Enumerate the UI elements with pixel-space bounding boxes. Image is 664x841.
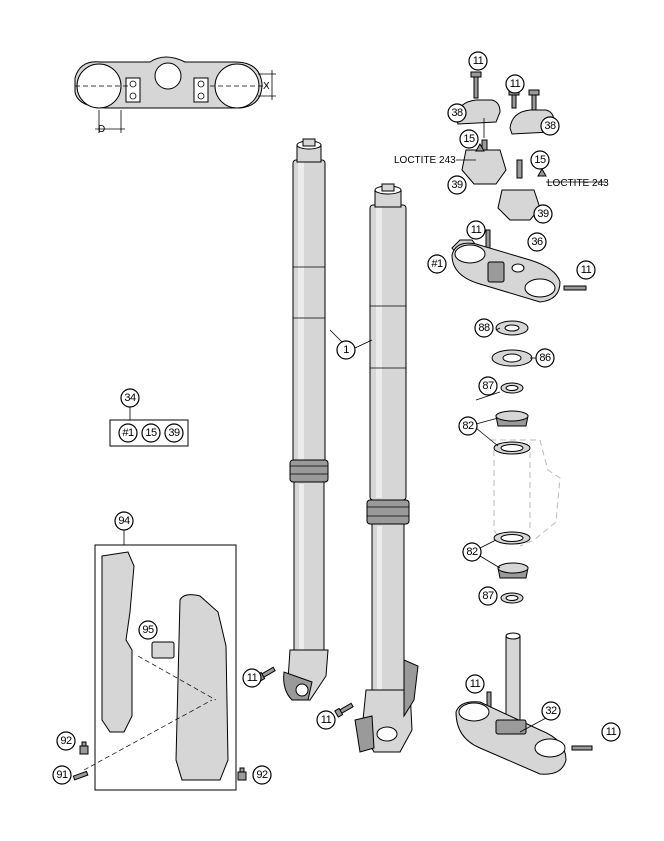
svg-text:39: 39 [451, 179, 463, 191]
svg-text:34: 34 [124, 392, 136, 404]
svg-text:87: 87 [482, 590, 494, 602]
handlebar-clamp-parts [451, 71, 606, 259]
callout-15-left: 15 [459, 129, 479, 149]
callout-kit-15: 15 [141, 423, 161, 443]
callout-kit-39: 39 [164, 423, 184, 443]
svg-text:87: 87 [482, 380, 494, 392]
callout-36: 36 [527, 232, 547, 252]
callout-11-clamp-bolt: 11 [466, 220, 486, 240]
callout-11-lower-right: 11 [601, 722, 621, 742]
lower-bearing-stack [493, 531, 531, 604]
svg-text:39: 39 [537, 208, 549, 220]
callout-87-bottom: 87 [478, 586, 498, 606]
svg-text:39: 39 [168, 427, 180, 439]
fork-leg-right [354, 183, 419, 753]
svg-text:11: 11 [606, 726, 617, 738]
callout-38-left: 38 [447, 103, 467, 123]
svg-text:1: 1 [343, 344, 349, 356]
svg-text:15: 15 [145, 427, 157, 439]
svg-text:11: 11 [247, 672, 258, 684]
callout-39-left: 39 [447, 175, 467, 195]
fork-guard-kit [72, 530, 247, 791]
loctite-label-right: LOCTITE 243 [547, 178, 609, 189]
svg-text:11: 11 [510, 78, 521, 90]
svg-text:92: 92 [60, 735, 72, 747]
callout-86: 86 [535, 348, 555, 368]
svg-text:86: 86 [539, 352, 551, 364]
callout-11-top-b: 11 [505, 74, 525, 94]
dimension-d-label: D [98, 124, 105, 135]
loctite-label-left: LOCTITE 243 [394, 155, 456, 166]
svg-text:11: 11 [581, 264, 592, 276]
svg-text:91: 91 [56, 769, 68, 781]
upper-triple-clamp [451, 229, 587, 303]
bolt-right-fork-clamp [334, 702, 354, 718]
callout-11-upper-right: 11 [576, 260, 596, 280]
svg-text:32: 32 [545, 705, 557, 717]
callout-92-left: 92 [56, 731, 76, 751]
callout-94: 94 [114, 511, 134, 531]
callout-32: 32 [541, 701, 561, 721]
svg-text:94: 94 [118, 515, 130, 527]
callout-hash-1: #1 [427, 254, 447, 274]
callout-38-right: 38 [540, 116, 560, 136]
svg-text:15: 15 [463, 133, 475, 145]
callout-15-right: 15 [530, 150, 550, 170]
callout-87-top: 87 [478, 376, 498, 396]
callout-39-right: 39 [533, 204, 553, 224]
triple-clamp-dimension-view: D X [74, 56, 276, 135]
callout-34: 34 [120, 388, 140, 408]
svg-text:82: 82 [466, 546, 478, 558]
callout-leaders [475, 327, 547, 733]
callout-1: 1 [336, 340, 356, 360]
steering-head-ghost [490, 439, 561, 547]
leader-1-right [354, 339, 373, 349]
callout-92-right: 92 [252, 765, 272, 785]
callout-11-lower-clamp: 11 [465, 674, 485, 694]
svg-text:11: 11 [321, 714, 332, 726]
svg-text:38: 38 [544, 120, 556, 132]
svg-text:95: 95 [142, 624, 154, 636]
svg-text:#1: #1 [431, 258, 443, 270]
callout-11-right-fork: 11 [316, 710, 336, 730]
lower-triple-clamp [455, 632, 593, 775]
svg-text:11: 11 [471, 224, 482, 236]
svg-text:11: 11 [470, 678, 481, 690]
svg-text:36: 36 [531, 236, 543, 248]
callout-82-top: 82 [458, 416, 478, 436]
svg-text:11: 11 [473, 55, 484, 67]
svg-text:#1: #1 [122, 427, 134, 439]
callout-91: 91 [52, 765, 72, 785]
svg-text:15: 15 [534, 154, 546, 166]
svg-text:38: 38 [451, 107, 463, 119]
callout-11-top-a: 11 [468, 51, 488, 71]
bearing-stack [491, 320, 533, 455]
fork-leg-left [283, 138, 329, 701]
callout-95: 95 [138, 620, 158, 640]
callout-11-left-fork: 11 [242, 668, 262, 688]
callout-kit-hash-1: #1 [118, 423, 138, 443]
svg-text:88: 88 [478, 322, 490, 334]
callout-82-bottom: 82 [462, 542, 482, 562]
dimension-x-label: X [263, 81, 270, 92]
callout-88: 88 [474, 318, 494, 338]
svg-text:92: 92 [256, 769, 268, 781]
svg-text:82: 82 [462, 420, 474, 432]
